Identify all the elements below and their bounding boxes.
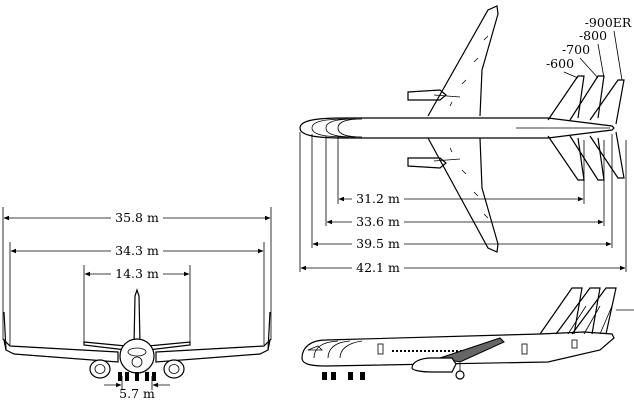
lower-wing — [427, 137, 499, 253]
nose-radome — [131, 356, 143, 368]
dim-tailplane-span: 14.3 m — [115, 266, 159, 281]
fuselage-top-800 — [311, 118, 349, 138]
front-view: 35.8 m 34.3 m 14.3 m 5.7 m — [2, 207, 272, 400]
rear-door — [521, 343, 528, 355]
dim-track: 5.7 m — [119, 386, 155, 400]
front-door — [377, 343, 384, 355]
vertical-fin — [133, 288, 141, 345]
dim-wingspan: 34.3 m — [115, 243, 159, 258]
vertical-fins-side — [539, 287, 617, 335]
landing-gear — [118, 372, 156, 381]
dim-length-900er: 42.1 m — [356, 260, 400, 275]
dim-wingspan-winglets: 35.8 m — [115, 210, 159, 225]
top-view: -600 -700 -800 -900ER 31.2 m 33.6 m 39.5… — [299, 5, 632, 275]
fuselage-top-900er — [299, 117, 615, 139]
dim-length-800: 39.5 m — [356, 236, 400, 251]
right-engine — [163, 359, 185, 379]
upper-wing — [427, 5, 499, 117]
engine-side — [411, 357, 457, 373]
fuselage-top-700 — [325, 118, 357, 138]
right-winglet — [267, 311, 271, 351]
left-winglet — [3, 311, 7, 351]
dim-length-600: 31.2 m — [356, 191, 400, 206]
variant-label-600: -600 — [546, 56, 574, 71]
left-engine — [89, 359, 111, 379]
lower-engine-top — [407, 157, 461, 169]
fuselage-top-600 — [337, 118, 363, 138]
cockpit-windows — [127, 347, 147, 357]
dim-length-700: 33.6 m — [356, 214, 400, 229]
fuselage-side — [301, 331, 615, 367]
side-view — [301, 287, 634, 380]
side-landing-gear — [322, 364, 465, 380]
upper-engine-top — [407, 89, 461, 101]
variant-label-700: -700 — [562, 42, 590, 57]
variant-label-800: -800 — [579, 28, 607, 43]
variant-label-900er: -900ER — [585, 15, 632, 30]
